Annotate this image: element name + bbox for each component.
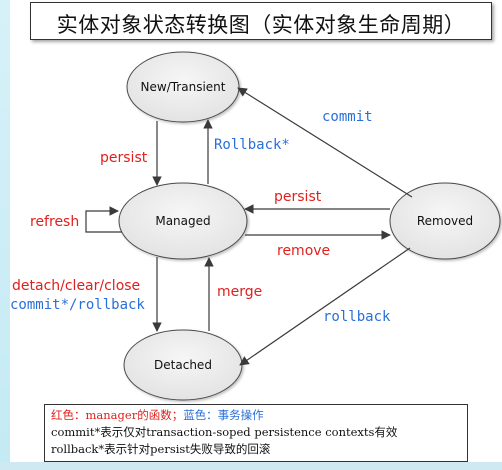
- title-box: 实体对象状态转换图（实体对象生命周期）: [30, 2, 492, 40]
- edge-label-commit: commit: [322, 109, 373, 125]
- state-new-label: New/Transient: [141, 80, 226, 94]
- edge-label-remove: remove: [277, 243, 330, 259]
- diagram-title: 实体对象状态转换图（实体对象生命周期）: [56, 13, 466, 37]
- bottom-background-strip: [0, 462, 502, 470]
- state-detached-label: Detached: [154, 358, 212, 372]
- state-removed: Removed: [389, 182, 501, 260]
- state-new-transient: New/Transient: [126, 51, 240, 123]
- state-removed-label: Removed: [417, 214, 473, 228]
- edge-label-rollback-star: Rollback*: [214, 137, 290, 153]
- edge-label-rollback: rollback: [323, 309, 391, 325]
- legend-blue-text: 蓝色：事务操作: [183, 408, 264, 422]
- edge-label-detach-clear-close: detach/clear/close: [12, 278, 140, 294]
- state-managed: Managed: [118, 182, 248, 260]
- legend-line-rollback: rollback*表示针对persist失败导致的回滚: [51, 442, 271, 456]
- edge-label-commit-rollback: commit*/rollback: [10, 297, 145, 313]
- edge-label-merge: merge: [217, 284, 262, 300]
- arrow-refresh-self-loop: [85, 206, 122, 233]
- legend-line-colors: 红色：manager的函数；蓝色：事务操作: [51, 407, 461, 424]
- edge-label-persist-left: persist: [100, 150, 148, 166]
- legend-red-text: 红色：manager的函数；: [51, 408, 184, 422]
- state-managed-label: Managed: [155, 214, 210, 228]
- state-detached: Detached: [123, 329, 243, 401]
- arrow-rollback-removed-to-detached: [239, 247, 411, 366]
- left-background-strip: [0, 0, 10, 470]
- arrow-commit-removed-to-new: [237, 87, 413, 198]
- edge-label-refresh: refresh: [30, 214, 79, 230]
- edge-label-persist-right: persist: [274, 189, 322, 205]
- legend-note-box: 红色：manager的函数；蓝色：事务操作 commit*表示仅对transac…: [44, 404, 468, 462]
- legend-line-commit: commit*表示仅对transaction-soped persistence…: [51, 425, 398, 439]
